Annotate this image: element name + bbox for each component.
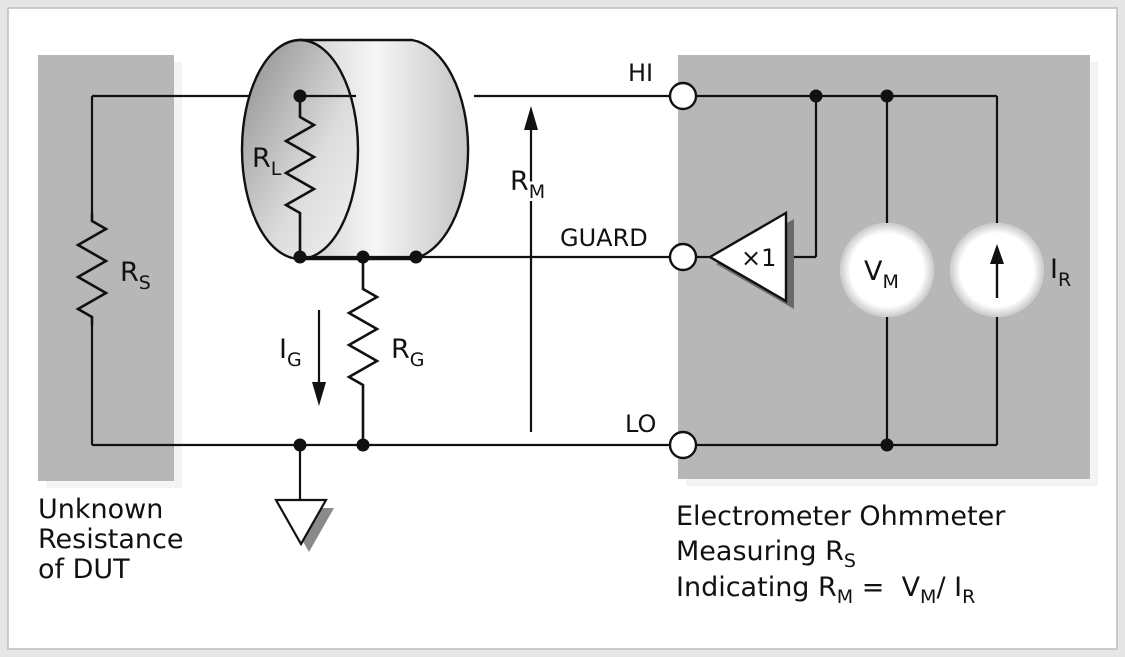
guard-terminal <box>668 242 698 272</box>
rs-label: RS <box>120 257 151 294</box>
ir-label: IR <box>1050 254 1071 291</box>
rs-resistor <box>75 213 109 325</box>
hi-label: HI <box>628 59 653 87</box>
svg-text:Indicating RM = VM/ IR: Indicating RM = VM/ IR <box>676 572 975 608</box>
hi-terminal <box>668 81 698 111</box>
svg-text:Unknown: Unknown <box>38 494 163 525</box>
rl-label: RL <box>252 143 282 180</box>
meter-caption: Electrometer Ohmmeter Measuring RS Indic… <box>676 501 1006 608</box>
ground-icon <box>274 498 334 552</box>
dut-caption: Unknown Resistance of DUT <box>38 494 184 585</box>
svg-text:of DUT: of DUT <box>38 554 130 585</box>
rg-label: RG <box>391 334 425 371</box>
junction-dots <box>293 89 894 452</box>
guard-label: GUARD <box>560 224 648 252</box>
buffer-amplifier-icon <box>707 210 794 309</box>
vm-label: VM <box>864 256 899 293</box>
dut-box <box>38 55 182 488</box>
svg-text:Resistance: Resistance <box>38 524 184 555</box>
lo-terminal <box>668 430 698 460</box>
buffer-gain-label: ×1 <box>741 244 776 272</box>
rm-label: RM <box>510 166 545 203</box>
cable-icon <box>240 38 470 261</box>
rm-arrow-icon <box>524 106 538 432</box>
svg-text:Electrometer Ohmmeter: Electrometer Ohmmeter <box>676 501 1006 532</box>
current-source-icon <box>950 223 1044 317</box>
rg-resistor <box>346 257 380 445</box>
rl-resistor <box>283 96 317 257</box>
lo-label: LO <box>625 410 656 438</box>
ig-label: IG <box>279 334 302 371</box>
svg-text:Measuring RS: Measuring RS <box>676 536 856 572</box>
voltmeter-icon <box>840 223 934 317</box>
ig-arrow-icon <box>312 310 326 406</box>
